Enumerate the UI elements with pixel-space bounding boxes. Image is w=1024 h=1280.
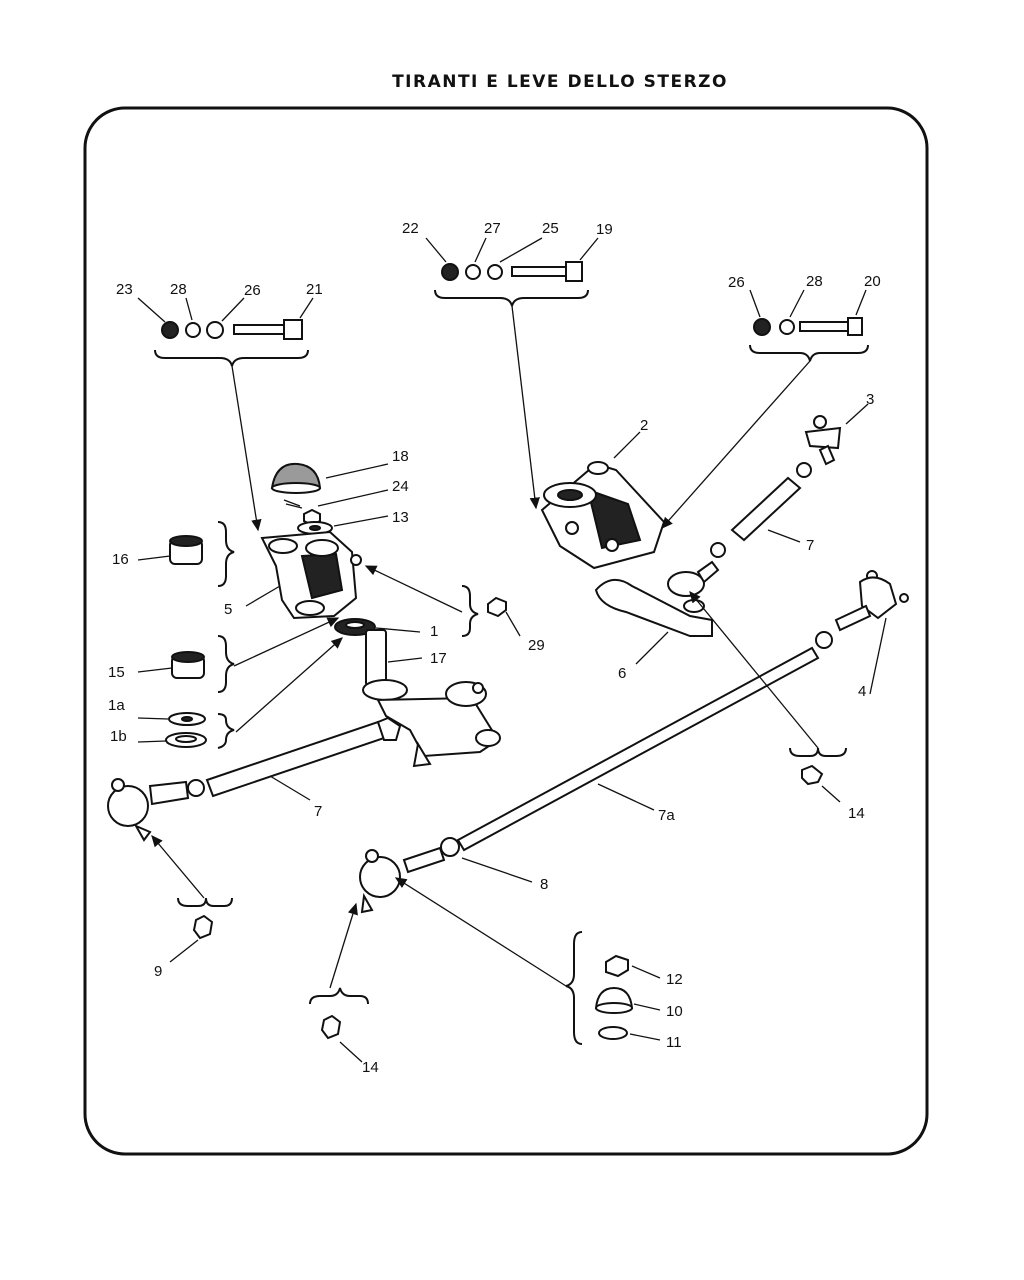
label-17: 17 (430, 650, 447, 667)
label-6: 6 (618, 665, 626, 682)
label-3: 3 (866, 391, 874, 408)
grease-nipple-29 (487, 596, 507, 618)
brace-29 (461, 585, 479, 637)
idler-bracket-2 (540, 461, 666, 570)
grease-nipple-14-bottom (309, 987, 369, 1040)
label-1a: 1a (108, 697, 125, 714)
grease-nipple-9 (192, 914, 214, 940)
castle-nut-12 (605, 954, 629, 978)
label-19: 19 (596, 221, 613, 238)
washer-1a (168, 712, 206, 726)
label-28-left: 28 (170, 281, 187, 298)
dust-cap-18 (270, 462, 322, 494)
track-rod-7-left (107, 716, 402, 907)
nut-upper (710, 542, 726, 558)
label-27: 27 (484, 220, 501, 237)
label-1b: 1b (110, 728, 127, 745)
bolt-group-right (749, 317, 869, 362)
label-12: 12 (666, 971, 683, 988)
washer-13 (297, 521, 333, 535)
label-14-right: 14 (848, 805, 865, 822)
label-23: 23 (116, 281, 133, 298)
label-25: 25 (542, 220, 559, 237)
label-5: 5 (224, 601, 232, 618)
label-29: 29 (528, 637, 545, 654)
bushing-15 (171, 651, 205, 679)
brace-16 (217, 521, 235, 587)
label-7a: 7a (658, 807, 675, 824)
label-28-right: 28 (806, 273, 823, 290)
washer-1b (165, 732, 207, 748)
label-21: 21 (306, 281, 323, 298)
track-rod-7-right (730, 476, 802, 542)
diagram-title: TIRANTI E LEVE DELLO STERZO (392, 72, 728, 92)
track-rod-7a (359, 646, 820, 914)
bushing-16 (169, 535, 203, 565)
pointer-lines (137, 237, 887, 1063)
label-7-upper: 7 (806, 537, 814, 554)
diagram-frame (83, 106, 929, 1156)
idler-bracket-5 (260, 530, 362, 620)
clip-11 (598, 1026, 628, 1040)
label-7-lower: 7 (314, 803, 322, 820)
label-24: 24 (392, 478, 409, 495)
label-18: 18 (392, 448, 409, 465)
bolt-group-left (154, 319, 309, 367)
part-labels: 23 28 26 21 22 27 25 19 26 28 20 3 2 18 … (108, 220, 881, 1076)
idler-arm-17 (362, 629, 501, 768)
label-20: 20 (864, 273, 881, 290)
label-8: 8 (540, 876, 548, 893)
ball-joint-4 (815, 570, 909, 649)
label-4: 4 (858, 683, 866, 700)
label-26-right: 26 (728, 274, 745, 291)
brace-12-10-11 (565, 931, 583, 1045)
brace-15 (217, 635, 235, 693)
label-1: 1 (430, 623, 438, 640)
pitman-arm-6 (594, 560, 720, 637)
label-13: 13 (392, 509, 409, 526)
grease-nipple-14-right (789, 747, 847, 786)
label-16: 16 (112, 551, 129, 568)
label-2: 2 (640, 417, 648, 434)
label-15: 15 (108, 664, 125, 681)
ball-joint-3 (796, 415, 842, 478)
label-26-left: 26 (244, 282, 261, 299)
label-14-bottom: 14 (362, 1059, 379, 1076)
rubber-boot-10 (594, 986, 634, 1014)
brace-1a1b (217, 713, 235, 749)
label-22: 22 (402, 220, 419, 237)
label-9: 9 (154, 963, 162, 980)
bolt-group-middle (434, 261, 589, 307)
label-10: 10 (666, 1003, 683, 1020)
label-11: 11 (666, 1034, 682, 1051)
